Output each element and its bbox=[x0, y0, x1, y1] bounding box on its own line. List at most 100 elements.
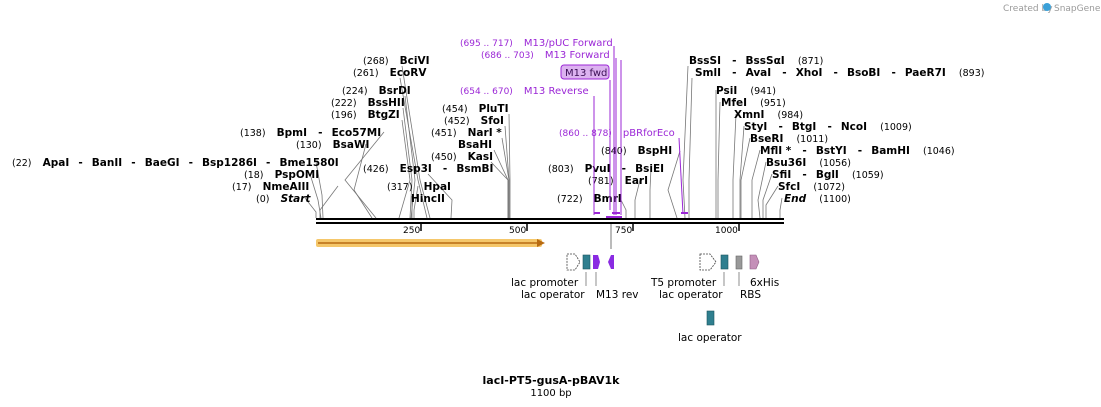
lac-promoter-feature bbox=[566, 253, 581, 271]
enzyme-name: PvuI bbox=[585, 163, 611, 175]
enzyme-group-1072: SfcI (1072) bbox=[778, 175, 845, 194]
enzyme-name-hincii: HincII bbox=[411, 193, 445, 205]
enzyme-name: BsrDI bbox=[379, 85, 411, 97]
enzyme-group-951: MfeI (951) bbox=[721, 91, 786, 110]
enzyme-name: BspHI bbox=[638, 145, 672, 157]
credit-label: Created by bbox=[1003, 4, 1053, 14]
enzyme-group-317: (317) HpaI bbox=[387, 175, 451, 194]
enzyme-group-0: (0) Start bbox=[256, 187, 311, 206]
enzyme-pos: (1046) bbox=[923, 146, 955, 157]
tick-label-250: 250 bbox=[403, 226, 420, 236]
feature-label-lac-operator-2: lac operator bbox=[659, 289, 723, 301]
enzyme-pos: (0) bbox=[256, 194, 269, 205]
enzyme-name: BtgZI bbox=[368, 109, 400, 121]
enzyme-pos: (1056) bbox=[819, 158, 851, 169]
enzyme-name: StyI bbox=[744, 121, 767, 133]
enzyme-name: BsmBI bbox=[456, 163, 493, 175]
enzyme-pos: (426) bbox=[363, 164, 389, 175]
enzyme-pos: (17) bbox=[232, 182, 252, 193]
6xhis-feature bbox=[749, 254, 760, 270]
map-subtitle: 1100 bp bbox=[530, 388, 571, 399]
feature-label-6xhis: 6xHis bbox=[750, 277, 779, 289]
enzyme-group-840: (840) BspHI bbox=[601, 139, 672, 158]
primer-bars bbox=[594, 212, 688, 218]
enzyme-name: PaeR7I bbox=[905, 67, 946, 79]
lac-operator-feature-2 bbox=[720, 254, 729, 270]
enzyme-pos: (454) bbox=[442, 104, 468, 115]
features: lac promoter lac operator M13 rev T5 pro… bbox=[511, 253, 779, 344]
enzyme-group-803: (803) PvuI - BsiEI bbox=[548, 157, 664, 176]
enzyme-name: BpmI bbox=[277, 127, 307, 139]
enzyme-pos: (781) bbox=[588, 176, 614, 187]
enzyme-pos: (722) bbox=[557, 194, 583, 205]
enzyme-name: AvaI bbox=[746, 67, 772, 79]
enzyme-name: BglI bbox=[816, 169, 839, 181]
enzyme-pos: (224) bbox=[342, 86, 368, 97]
credit-brand: SnapGene bbox=[1054, 4, 1101, 14]
enzyme-group-1059: SfiI - BglI (1059) bbox=[772, 163, 884, 182]
feature-label-lac-promoter: lac promoter bbox=[511, 277, 579, 289]
primer-site-feature bbox=[608, 255, 614, 269]
enzyme-name: HpaI bbox=[424, 181, 451, 193]
enzyme-group-781: (781) EarI bbox=[588, 169, 648, 188]
enzyme-name: MfeI bbox=[721, 97, 747, 109]
orf-arrow bbox=[316, 239, 545, 247]
enzyme-name-bsahi: BsaHI bbox=[458, 139, 492, 151]
enzyme-group-454: (454) PluTI bbox=[442, 97, 508, 116]
enzyme-pos: (1009) bbox=[880, 122, 912, 133]
enzyme-name: BssSαI bbox=[746, 55, 785, 67]
enzyme-name: EcoRV bbox=[390, 67, 428, 79]
primer-name: M13 fwd bbox=[565, 68, 607, 79]
enzyme-group-268: (268) BciVI bbox=[363, 49, 430, 68]
enzyme-pos: (984) bbox=[778, 110, 804, 121]
primer-m13-forward: (686 .. 703) M13 Forward bbox=[481, 43, 610, 62]
enzyme-name: NmeAIII bbox=[263, 181, 310, 193]
feature-label-lac-operator-3: lac operator bbox=[678, 332, 742, 344]
enzyme-pos: (452) bbox=[444, 116, 470, 127]
enzyme-pos: (941) bbox=[750, 86, 776, 97]
enzyme-pos: (22) bbox=[12, 158, 32, 169]
enzyme-name: EarI bbox=[625, 175, 648, 187]
tick-label-500: 500 bbox=[509, 226, 526, 236]
enzyme-name: NarI * bbox=[468, 127, 503, 139]
enzyme-pos: (871) bbox=[798, 56, 824, 67]
enzyme-name: PsiI bbox=[716, 85, 737, 97]
enzyme-group-1011: BseRI (1011) bbox=[750, 127, 828, 146]
enzyme-group-452: (452) SfoI bbox=[444, 109, 504, 128]
enzyme-name: NcoI bbox=[841, 121, 867, 133]
snapgene-logo: SnapGene bbox=[1043, 3, 1101, 14]
enzyme-name: BseRI bbox=[750, 133, 783, 145]
enzyme-name: Esp3I bbox=[400, 163, 432, 175]
enzyme-group-261: (261) EcoRV bbox=[353, 61, 427, 80]
lac-operator-feature bbox=[582, 254, 591, 270]
enzyme-pos: (1100) bbox=[819, 194, 851, 205]
primer-range: (686 .. 703) bbox=[481, 51, 534, 61]
primer-m13-reverse: (654 .. 670) M13 Reverse bbox=[460, 79, 589, 98]
start-label: Start bbox=[281, 193, 312, 205]
enzyme-name: Bme1580I bbox=[279, 157, 338, 169]
primer-name: pBRforEco bbox=[623, 128, 675, 139]
enzyme-name: BstYI bbox=[816, 145, 847, 157]
feature-label-t5-promoter: T5 promoter bbox=[650, 277, 717, 289]
primer-pbrforeco: (860 .. 878) pBRforEco bbox=[559, 121, 675, 140]
enzyme-name: BtgI bbox=[792, 121, 816, 133]
primer-m13-puc-forward: (695 .. 717) M13/pUC Forward bbox=[460, 31, 613, 50]
rbs-feature bbox=[735, 255, 743, 270]
enzyme-group-130: (130) BsaWI bbox=[296, 133, 369, 152]
enzyme-group-17: (17) NmeAIII bbox=[232, 175, 309, 194]
enzyme-name: PspOMI bbox=[275, 169, 320, 181]
enzyme-pos: (1011) bbox=[796, 134, 828, 145]
enzyme-pos: (951) bbox=[760, 98, 786, 109]
enzyme-name: SfcI bbox=[778, 181, 800, 193]
enzyme-pos: (130) bbox=[296, 140, 322, 151]
primer-leader-lines bbox=[593, 46, 684, 215]
enzyme-name: SmlI bbox=[695, 67, 721, 79]
enzyme-name: Bsp1286I bbox=[202, 157, 257, 169]
enzyme-group-1056: Bsu36I (1056) bbox=[766, 151, 851, 170]
enzyme-name: BsaWI bbox=[333, 139, 370, 151]
m13-rev-feature bbox=[593, 255, 600, 269]
enzyme-name: Eco57MI bbox=[332, 127, 382, 139]
enzyme-name: BssHII bbox=[368, 97, 405, 109]
enzyme-pos: (450) bbox=[431, 152, 457, 163]
feature-label-rbs: RBS bbox=[740, 289, 761, 301]
